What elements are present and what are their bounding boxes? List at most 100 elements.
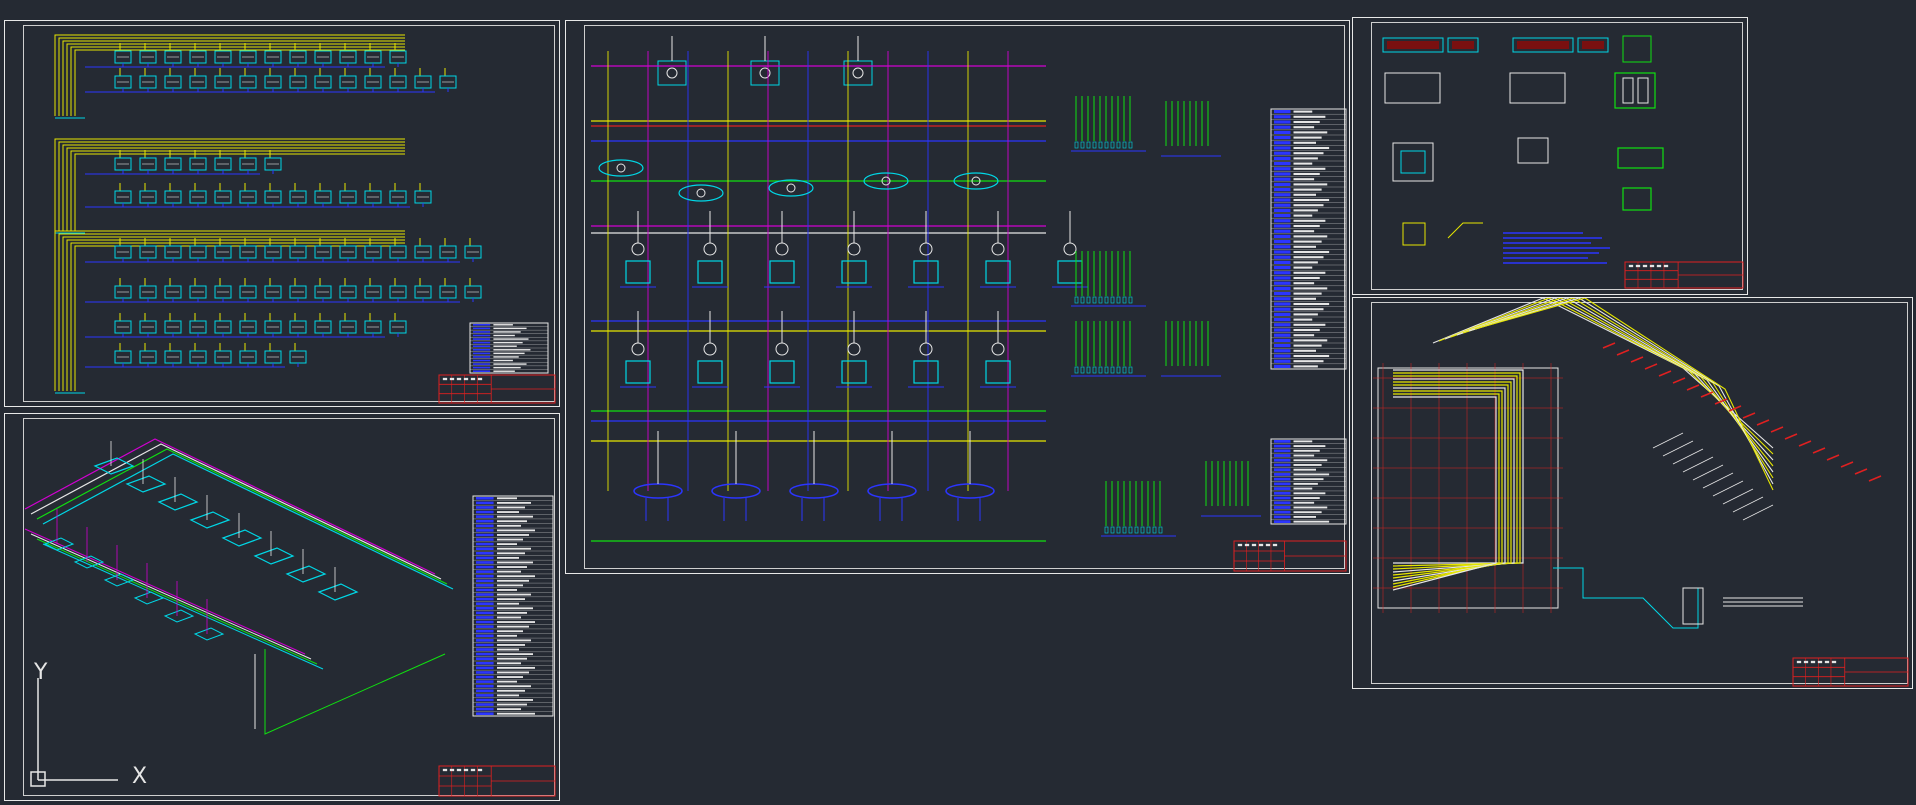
legend-symbol — [476, 680, 494, 683]
equipment-symbol — [919, 242, 933, 256]
legend-symbol — [1274, 125, 1291, 129]
legend-symbol — [476, 703, 494, 706]
legend-text-bar — [497, 648, 519, 651]
legend-symbol — [1274, 520, 1291, 523]
legend-text-bar — [1293, 473, 1330, 476]
pipe-line — [1652, 432, 1684, 449]
pipe-run — [66, 43, 405, 116]
legend-symbol — [476, 707, 494, 711]
legend-text-bar — [1293, 230, 1315, 233]
legend-text-bar — [497, 579, 529, 582]
legend-text-bar — [497, 589, 517, 591]
drawing-sheet-equipment-details[interactable] — [1352, 17, 1748, 295]
equipment-box — [1258, 543, 1264, 547]
legend-symbol — [476, 643, 494, 647]
sheet-frame — [23, 25, 555, 402]
legend-text-bar — [1293, 511, 1322, 514]
vessel-symbol — [598, 159, 644, 177]
equipment-box — [985, 360, 1011, 384]
pipe-run — [1432, 298, 1774, 449]
legend-symbol — [473, 366, 491, 369]
equipment-box — [1152, 526, 1157, 534]
pipe-line — [1742, 504, 1774, 521]
legend-text-bar — [1293, 250, 1330, 254]
equipment-box — [1116, 526, 1121, 534]
legend-symbol — [476, 634, 494, 638]
pipe-line — [1616, 349, 1630, 356]
legend-text-bar — [1293, 162, 1313, 165]
pipe-run — [70, 150, 405, 231]
legend-text-bar — [497, 671, 529, 674]
legend-symbol — [476, 620, 494, 624]
pipe-run — [54, 34, 405, 116]
legend-symbol — [476, 501, 494, 505]
equipment-box — [1104, 366, 1109, 374]
legend-text-bar — [1293, 506, 1328, 509]
legend-symbol — [476, 547, 494, 550]
pipe-run — [66, 147, 405, 231]
equipment-box — [1635, 264, 1641, 268]
pipe-line — [1602, 342, 1616, 349]
legend-symbol — [476, 712, 494, 715]
equipment-box — [1158, 526, 1163, 534]
equipment-pad — [189, 511, 231, 529]
drawing-sheet-isometric-piping[interactable] — [4, 413, 560, 801]
legend-text-bar — [497, 680, 517, 683]
equipment-box — [463, 377, 469, 381]
legend-text-bar — [1293, 256, 1324, 259]
legend-text-bar — [497, 666, 535, 669]
equipment-box — [1244, 543, 1250, 547]
pipe-run — [1392, 375, 1518, 570]
legend-symbol — [1274, 203, 1291, 207]
legend-symbol — [476, 625, 494, 628]
legend-text-bar — [1293, 235, 1328, 238]
equipment-box — [625, 260, 651, 284]
pipe-run — [264, 649, 446, 735]
legend-symbol — [476, 570, 494, 573]
equipment-pad — [157, 493, 199, 511]
legend-symbol — [476, 584, 494, 587]
legend-text-bar — [1293, 302, 1330, 306]
equipment-box — [1098, 296, 1103, 304]
legend-text-bar — [1293, 131, 1328, 134]
pipe-run — [62, 40, 405, 116]
equipment-symbol — [631, 342, 645, 356]
pipe-run — [62, 236, 405, 391]
legend-symbol — [476, 542, 494, 546]
legend-text-bar — [497, 506, 525, 509]
drawing-sheet-system-diagram[interactable] — [4, 20, 560, 407]
ucs-y-label: Y — [34, 660, 48, 685]
legend-symbol — [473, 370, 491, 372]
pipe-run — [1392, 378, 1515, 573]
legend-text-bar — [493, 370, 515, 372]
legend-text-bar — [1293, 157, 1318, 160]
legend-text-bar — [497, 657, 527, 660]
legend-symbol — [1274, 198, 1291, 202]
drawing-sheet-plan-and-isometric[interactable] — [1352, 297, 1913, 689]
legend-symbol — [1274, 115, 1291, 119]
legend-text-bar — [1293, 478, 1324, 481]
hatch-fill — [1582, 41, 1604, 49]
equipment-box — [1122, 526, 1127, 534]
legend-text-bar — [1293, 520, 1330, 523]
pipe-run — [1392, 384, 1509, 579]
pipe-run — [24, 528, 306, 655]
equipment-box — [1116, 141, 1121, 149]
legend-text-bar — [497, 694, 519, 697]
pipe-run — [1393, 369, 1524, 564]
drawing-sheet-flow-schematic[interactable] — [565, 20, 1350, 574]
pipe-line — [1728, 405, 1742, 412]
legend-symbol — [476, 698, 494, 702]
equipment-box — [1128, 141, 1133, 149]
legend-symbol — [1274, 162, 1291, 166]
legend-symbol — [1274, 364, 1291, 368]
pipe-run — [36, 448, 448, 585]
legend-symbol — [1274, 338, 1291, 342]
equipment-box — [1824, 660, 1830, 664]
legend-symbol — [1274, 229, 1291, 233]
legend-text-bar — [1293, 178, 1315, 181]
legend-symbol — [476, 533, 494, 537]
equipment-box — [1237, 543, 1243, 547]
equipment-box — [1265, 543, 1271, 547]
equipment-symbol — [703, 242, 717, 256]
